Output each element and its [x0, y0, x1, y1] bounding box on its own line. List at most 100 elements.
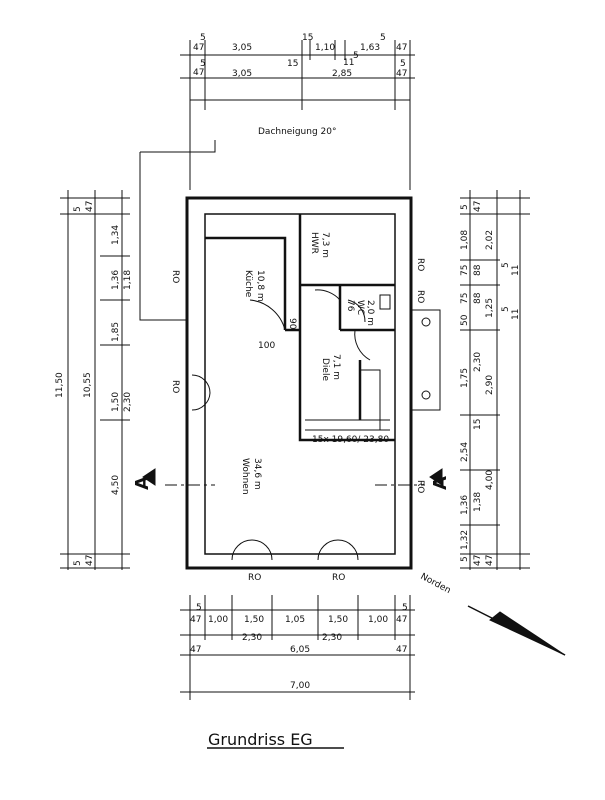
dim-text: 2,30 — [473, 352, 483, 372]
door-swing-diele — [354, 329, 371, 361]
dim-90: 90 — [287, 318, 297, 330]
dim-text: 1,25 — [485, 298, 495, 318]
dim-text: 1,10 — [315, 43, 335, 53]
dim-text: 5 — [200, 59, 206, 69]
ro-label: RO — [415, 290, 425, 303]
dim-text: 5 — [73, 206, 83, 212]
section-marker-right: A — [430, 476, 451, 490]
right-dimension-lines — [460, 190, 530, 570]
dim-text: 47 — [85, 201, 95, 212]
dim-text: 5 — [400, 59, 406, 69]
dim-text: 4,50 — [111, 475, 121, 495]
dim-text: 5 — [460, 204, 470, 210]
dim-text: 7,00 — [290, 681, 310, 691]
dim-text: 47 — [190, 645, 201, 655]
dim-text: 75 — [460, 265, 470, 276]
dim-text: 1,18 — [123, 270, 133, 290]
dim-text: 15 — [302, 33, 313, 43]
dim-text: 1,36 — [460, 495, 470, 515]
dim-text: 10,55 — [83, 372, 93, 398]
dim-text: 11 — [511, 265, 521, 276]
left-dimension-lines — [60, 190, 130, 570]
room-name-wc: WC — [355, 300, 365, 315]
dim-text: 2,30 — [242, 633, 262, 643]
dim-text: 6,05 — [290, 645, 310, 655]
dim-text: 88 — [473, 292, 483, 304]
ro-label: RO — [248, 573, 261, 583]
north-label: Norden — [419, 572, 453, 596]
dim-text: 47 — [473, 201, 483, 212]
ro-label: RO — [170, 270, 180, 283]
dim-76: 76 — [345, 300, 355, 312]
terrace-door-right — [317, 539, 359, 561]
door-swing-kueche — [249, 299, 286, 331]
dim-text: 5 — [460, 556, 470, 562]
stairs-label: 15x 19,60/ 23,80 — [312, 435, 389, 445]
dim-text: 4,00 — [485, 470, 495, 490]
dim-text: 88 — [473, 264, 483, 276]
dim-text: 47 — [473, 555, 483, 566]
top-dimension-lines — [180, 40, 415, 110]
dim-text: 11,50 — [55, 372, 65, 398]
dim-text: 1,85 — [111, 322, 121, 342]
room-area-wc: 2,0 m — [365, 300, 375, 326]
dim-text: 50 — [460, 314, 470, 326]
dim-text: 1,00 — [208, 615, 228, 625]
dim-text: 2,02 — [485, 230, 495, 250]
dim-text: 1,50 — [111, 392, 121, 412]
interior-walls — [205, 214, 395, 442]
dim-text: 2,30 — [322, 633, 342, 643]
dim-text: 1,05 — [285, 615, 305, 625]
dim-100: 100 — [258, 341, 275, 351]
dim-text: 5 — [196, 603, 202, 613]
top-dimension-texts: 47 5 3,05 15 1,10 11 5 1,63 5 47 47 5 3,… — [193, 33, 407, 79]
entrance-step — [411, 309, 441, 411]
terrace-door-left — [231, 539, 273, 561]
dim-text: 1,75 — [460, 368, 470, 388]
room-name-diele: Diele — [320, 358, 330, 381]
dim-text: 1,08 — [460, 230, 470, 250]
room-area-kueche: 10,8 m — [255, 270, 265, 302]
dim-text: 75 — [460, 293, 470, 304]
dim-text: 2,90 — [485, 375, 495, 395]
dim-text: 15 — [287, 59, 298, 69]
drawing-title: Grundriss EG — [208, 730, 313, 749]
dim-text: 47 — [193, 43, 204, 53]
dim-text: 2,85 — [332, 69, 352, 79]
dim-text: 5 — [73, 560, 83, 566]
dim-text: 1,38 — [473, 492, 483, 512]
dim-text: 1,34 — [111, 225, 121, 245]
dim-text: 47 — [193, 68, 204, 78]
dim-text: 47 — [396, 615, 407, 625]
dim-text: 47 — [396, 43, 407, 53]
door-swing-hwr — [314, 289, 341, 301]
room-area-wohnen: 34,6 m — [252, 458, 262, 490]
dim-text: 2,30 — [123, 392, 133, 412]
dim-text: 5 — [402, 603, 408, 613]
dim-text: 3,05 — [232, 43, 252, 53]
dim-text: 1,32 — [460, 530, 470, 550]
dim-text: 1,00 — [368, 615, 388, 625]
dim-text: 5 — [501, 262, 511, 268]
dim-text: 47 — [485, 555, 495, 566]
dim-text: 5 — [353, 51, 359, 61]
door-swing-wc — [347, 299, 366, 323]
french-door-west — [191, 374, 211, 411]
roof-label: Dachneigung 20° — [258, 127, 337, 137]
bottom-dimension-lines — [180, 595, 415, 700]
dim-text: 1,63 — [360, 43, 380, 53]
dim-text: 5 — [501, 306, 511, 312]
ro-label: RO — [415, 258, 425, 271]
dim-text: 47 — [190, 615, 201, 625]
dim-text: 5 — [200, 33, 206, 43]
dim-text: 11 — [511, 309, 521, 320]
outer-wall — [185, 196, 413, 570]
dim-text: 5 — [380, 33, 386, 43]
room-name-kueche: Küche — [243, 270, 253, 298]
dim-text: 11 — [343, 58, 354, 68]
dim-text: 1,50 — [244, 615, 264, 625]
dim-text: 47 — [396, 69, 407, 79]
ro-label: RO — [415, 480, 425, 493]
ro-label: RO — [332, 573, 345, 583]
